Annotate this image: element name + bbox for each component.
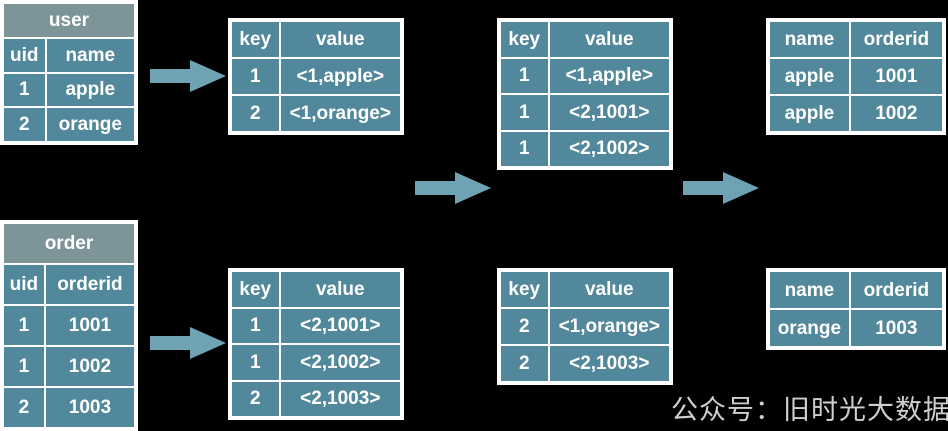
table-reduce-1-header-value: value (549, 22, 669, 57)
table-reduce-2-cell-key: 2 (501, 309, 548, 344)
table-order-header-uid: uid (4, 265, 44, 304)
table-reduce-2-cell-key: 2 (501, 346, 548, 381)
table-row: 1 <1,apple> (232, 59, 400, 94)
table-order: order uid orderid 1 1001 1 1002 2 1003 (0, 220, 138, 431)
table-order-title: order (4, 224, 134, 263)
table-result-1: name orderid apple 1001 apple 1002 (766, 18, 946, 135)
table-user-header-name: name (46, 38, 134, 72)
table-reduce-2-header-value: value (549, 272, 669, 307)
table-result-1-header-orderid: orderid (850, 22, 942, 57)
arrow-order-to-map-icon (150, 325, 226, 361)
arrow-map-to-reduce-icon (415, 170, 491, 206)
table-result-2-header-name: name (770, 272, 849, 308)
table-result-1-cell-name: apple (770, 96, 849, 131)
arrow-user-to-map-icon (150, 58, 226, 94)
table-reduce-1-cell-key: 1 (501, 95, 548, 130)
table-map-order-cell-key: 2 (232, 381, 279, 416)
table-reduce-1-cell-value: <2,1001> (549, 95, 669, 130)
table-map-order-header-key: key (232, 272, 279, 307)
table-reduce-2-cell-value: <2,1003> (549, 346, 669, 381)
table-map-order-cell-key: 1 (232, 345, 279, 380)
table-user-cell-uid: 1 (4, 73, 45, 107)
table-user-cell-name: orange (46, 108, 134, 141)
table-result-2-cell-name: orange (770, 310, 849, 346)
table-user-title: user (4, 4, 134, 37)
table-order-cell-uid: 2 (4, 388, 44, 427)
table-result-2-cell-orderid: 1003 (850, 310, 942, 346)
table-row: 2 <1,orange> (232, 96, 400, 131)
table-result-2-header-orderid: orderid (850, 272, 942, 308)
table-reduce-group-1: key value 1 <1,apple> 1 <2,1001> 1 <2,10… (497, 18, 673, 170)
table-map-output-order: key value 1 <2,1001> 1 <2,1002> 2 <2,100… (228, 268, 404, 420)
table-result-1-header-name: name (770, 22, 849, 57)
table-map-user-header-key: key (232, 22, 279, 57)
table-row: 1 <1,apple> (501, 58, 669, 93)
table-result-1-cell-orderid: 1001 (850, 59, 942, 94)
table-reduce-1-header-key: key (501, 22, 548, 57)
arrow-reduce-to-result-icon (683, 170, 759, 206)
table-order-cell-uid: 1 (4, 306, 44, 345)
table-map-user-cell-value: <1,apple> (280, 59, 400, 94)
table-order-cell-orderid: 1003 (45, 388, 134, 427)
table-reduce-1-cell-value: <2,1002> (549, 131, 669, 166)
table-result-1-cell-orderid: 1002 (850, 96, 942, 131)
table-row: 1 <2,1001> (501, 95, 669, 130)
table-user-header-uid: uid (4, 38, 45, 72)
table-row: 1 apple (4, 73, 134, 107)
table-result-2: name orderid orange 1003 (766, 268, 946, 350)
table-order-cell-orderid: 1001 (45, 306, 134, 345)
table-map-order-cell-value: <2,1001> (280, 308, 400, 343)
table-row: 1 <2,1001> (232, 308, 400, 343)
table-user: user uid name 1 apple 2 orange (0, 0, 138, 145)
table-map-order-header-value: value (280, 272, 400, 307)
table-row: 1 1001 (4, 306, 134, 345)
table-row: 1 <2,1002> (232, 345, 400, 380)
table-row: 2 1003 (4, 388, 134, 427)
table-row: orange 1003 (770, 310, 942, 346)
table-user-cell-name: apple (46, 73, 134, 107)
table-row: 2 orange (4, 108, 134, 141)
table-row: 1 1002 (4, 347, 134, 386)
table-reduce-2-cell-value: <1,orange> (549, 309, 669, 344)
table-reduce-1-cell-value: <1,apple> (549, 58, 669, 93)
table-row: apple 1001 (770, 59, 942, 94)
table-reduce-1-cell-key: 1 (501, 58, 548, 93)
table-order-cell-orderid: 1002 (45, 347, 134, 386)
table-map-user-cell-key: 2 (232, 96, 279, 131)
table-row: 1 <2,1002> (501, 131, 669, 166)
table-row: 2 <1,orange> (501, 309, 669, 344)
table-row: apple 1002 (770, 96, 942, 131)
table-reduce-1-cell-key: 1 (501, 131, 548, 166)
table-map-order-cell-value: <2,1003> (280, 381, 400, 416)
table-order-header-orderid: orderid (45, 265, 134, 304)
table-map-user-cell-value: <1,orange> (280, 96, 400, 131)
table-map-user-cell-key: 1 (232, 59, 279, 94)
table-user-cell-uid: 2 (4, 108, 45, 141)
table-order-cell-uid: 1 (4, 347, 44, 386)
table-map-order-cell-value: <2,1002> (280, 345, 400, 380)
table-map-user-header-value: value (280, 22, 400, 57)
table-reduce-2-header-key: key (501, 272, 548, 307)
table-row: 2 <2,1003> (501, 346, 669, 381)
watermark-text: 公众号：旧时光大数据 (671, 395, 948, 426)
table-reduce-group-2: key value 2 <1,orange> 2 <2,1003> (497, 268, 673, 385)
table-row: 2 <2,1003> (232, 381, 400, 416)
table-result-1-cell-name: apple (770, 59, 849, 94)
table-map-order-cell-key: 1 (232, 308, 279, 343)
table-map-output-user: key value 1 <1,apple> 2 <1,orange> (228, 18, 404, 135)
